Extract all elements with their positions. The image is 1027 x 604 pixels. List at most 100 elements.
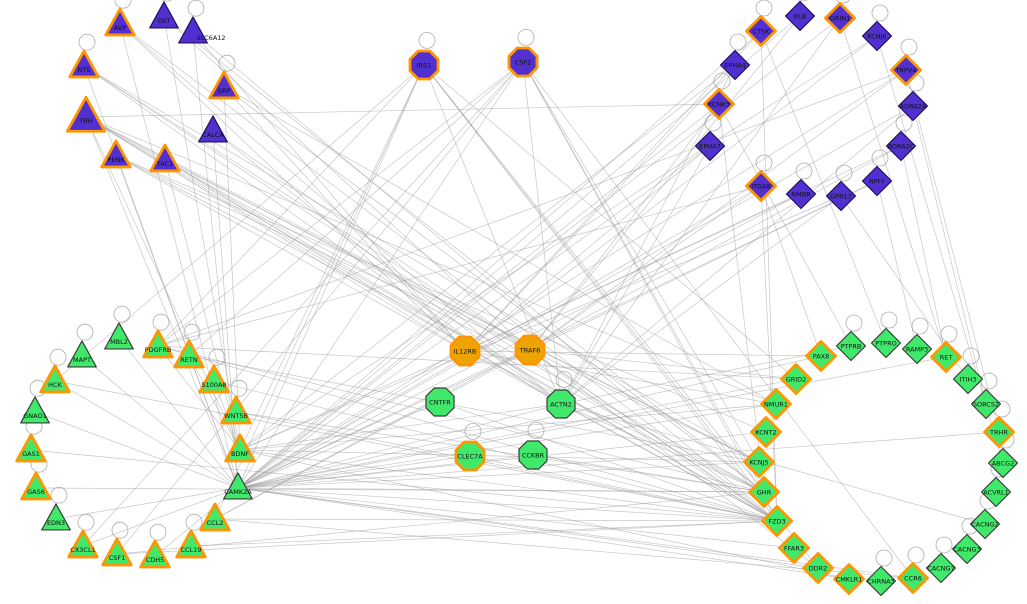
gene-node-CDH5[interactable] [139,539,171,569]
gene-node-RET[interactable] [930,341,962,373]
gene-node-GRIN1[interactable] [824,2,856,34]
gene-label-GRIN1: GRIN1 [830,15,850,23]
gene-node-GRID2[interactable] [780,363,812,395]
gene-label-GRID2: GRID2 [786,376,807,384]
gene-node-TRHR[interactable] [983,416,1015,448]
gene-node-CSF2[interactable] [507,46,539,78]
gene-label-ABCG2: ABCG2 [992,460,1015,468]
gene-node-CMKLR1[interactable] [833,563,865,595]
self-loop-KLB [798,0,808,2]
gene-node-CTSK[interactable] [745,15,777,47]
gene-node-BDNF[interactable] [224,433,256,463]
gene-node-PTPRB[interactable] [835,330,867,362]
gene-node-IL12RB[interactable] [449,335,481,367]
gene-node-RETN[interactable] [173,339,205,369]
gene-node-CSF1[interactable] [101,537,133,567]
gene-node-OXT[interactable] [149,1,179,29]
gene-node-CCKBR[interactable] [518,440,548,470]
gene-node-ABCG2[interactable] [987,447,1019,479]
gene-node-CACNG7[interactable] [925,552,957,584]
gene-label-KCNT2: KCNT2 [755,429,776,437]
gene-node-PENK[interactable] [100,139,132,169]
edge-PD7-GT14 [214,145,902,520]
gene-node-TAC1[interactable] [149,143,181,173]
gene-label-ITIH3: ITIH3 [960,376,977,384]
gene-node-WNT5B[interactable] [220,395,252,425]
edge-PD7-GD5 [900,145,947,358]
self-loop-GRP [218,54,236,72]
gene-node-CLEC7A[interactable] [454,440,486,472]
gene-node-CCL2[interactable] [199,502,231,532]
gene-node-GNAO1[interactable] [20,396,50,424]
gene-node-S100A8[interactable] [198,364,230,394]
gene-node-DDR2[interactable] [802,552,834,584]
gene-node-CAMK2A[interactable] [223,472,253,500]
gene-node-GAS6[interactable] [20,471,52,501]
gene-node-EPHA7[interactable] [694,130,726,162]
self-loop-EPHA4 [729,33,747,51]
gene-node-MAPT[interactable] [67,340,97,368]
gene-label-EPHA4: EPHA4 [724,62,746,70]
gene-node-NMBR[interactable] [785,178,817,210]
gene-node-CCL19[interactable] [175,529,207,559]
gene-label-DDR2: DDR2 [809,565,828,573]
gene-node-CNTFR[interactable] [425,387,455,417]
gene-node-SLC6A12[interactable] [178,16,208,44]
edge-PT1-GO1 [119,23,466,352]
gene-label-BDNF: BDNF [231,450,249,458]
gene-node-MBL2[interactable] [104,322,134,350]
gene-label-CDH5: CDH5 [146,556,165,564]
gene-node-KCNJ5[interactable] [743,446,775,478]
gene-node-EPHA4[interactable] [719,49,751,81]
gene-node-EDN3[interactable] [41,503,71,531]
gene-label-FFAR3: FFAR3 [784,545,804,553]
edge-GT12-GD4 [237,355,822,489]
gene-node-CACNG3[interactable] [951,533,983,565]
edge-PD6-GD9 [912,105,987,405]
gene-node-KCNJ6[interactable] [861,20,893,52]
edge-PT8-GD14 [115,155,765,493]
gene-node-GAS1[interactable] [15,433,47,463]
gene-node-AVP[interactable] [104,7,136,37]
gene-node-CX3CL1[interactable] [67,529,99,559]
edge-PD3-GT12 [237,17,841,489]
gene-node-NMUR1[interactable] [760,388,792,420]
gene-node-KCNT2[interactable] [750,416,782,448]
gene-node-TRAF6[interactable] [514,334,546,366]
gene-node-NTS[interactable] [68,49,100,79]
gene-node-KLB[interactable] [784,0,816,32]
gene-node-GPR17[interactable] [825,180,857,212]
gene-node-PTPRO[interactable] [870,327,902,359]
gene-label-TAC1: TAC1 [156,160,173,168]
gene-node-PAX8[interactable] [805,340,837,372]
gene-node-FFAR3[interactable] [778,532,810,564]
gene-node-CHRNA3[interactable] [865,565,897,597]
gene-node-TRPV4[interactable] [890,54,922,86]
gene-node-GHR[interactable] [748,476,780,508]
gene-node-RAMP3[interactable] [901,333,933,365]
gene-node-CCR6[interactable] [897,562,929,594]
gene-node-NPFF[interactable] [861,165,893,197]
edge-GO4-GD1 [560,345,852,405]
gene-node-HCK[interactable] [39,364,71,394]
gene-node-ADRA2A[interactable] [897,90,929,122]
gene-node-ITIH3[interactable] [952,363,984,395]
gene-node-GRP[interactable] [208,70,240,100]
gene-node-IRS1[interactable] [408,49,440,81]
edge-GO3-GD16 [439,401,778,522]
edge-GO2-GT12 [237,349,531,489]
gene-node-ACTN2[interactable] [546,389,576,419]
gene-node-CALCA[interactable] [198,115,228,143]
gene-node-KCNK3[interactable] [703,88,735,120]
gene-node-CACNG2[interactable] [969,508,1001,540]
gene-node-PDGFRB[interactable] [142,329,174,359]
gene-node-FZD3[interactable] [761,505,793,537]
edge-PT6-GO1 [85,116,466,352]
gene-node-TRH[interactable] [65,95,107,133]
gene-node-ITGA8[interactable] [745,170,777,202]
gene-node-SORCS2[interactable] [970,388,1002,420]
gene-node-ACVRL1[interactable] [980,476,1012,508]
gene-node-ADRA2C[interactable] [885,130,917,162]
gene-label-AVP: AVP [114,24,126,32]
edge-GT2-GD14 [157,345,765,493]
